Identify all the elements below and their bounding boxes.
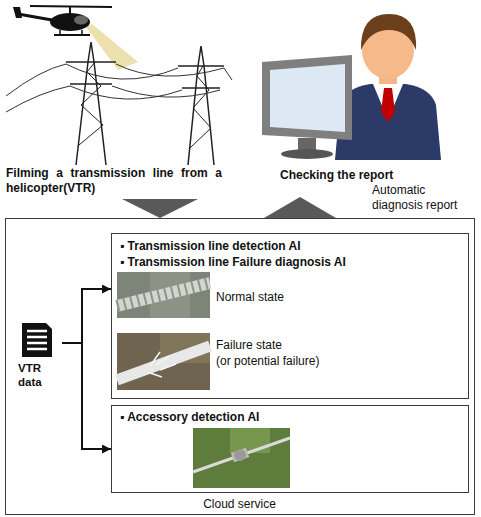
text-slot: ▪ Transmission line detection AI (120, 239, 460, 254)
flow-arrow (122, 199, 198, 218)
ai-box: ▪ Transmission line detection AI▪ Transm… (111, 233, 469, 399)
icon-label: VTR data (18, 361, 62, 389)
photo-ground (230, 428, 270, 453)
ai-box: ▪ Accessory detection AI (111, 405, 469, 493)
wire (224, 68, 232, 80)
normal-cable-photo (117, 272, 210, 318)
text-slot: Normal state (216, 290, 416, 305)
tower-legs (188, 46, 214, 165)
box-label: Cloud service (6, 497, 473, 512)
helicopter-scene (6, 6, 232, 165)
photo-ground (193, 428, 290, 488)
tower (178, 46, 224, 165)
scene-caption: Filming a transmission line from a helic… (6, 166, 222, 199)
wire (6, 86, 70, 112)
skid (54, 34, 90, 36)
power-wires (6, 64, 232, 112)
photo-ground (117, 333, 210, 390)
tower (66, 42, 116, 165)
data-source: VTR data (16, 321, 62, 389)
state-note: (or potential failure) (216, 354, 416, 369)
wire (6, 64, 66, 96)
text-slot: Failure state (216, 338, 416, 353)
text-slot: ▪ Transmission line Failure diagnosis AI (120, 255, 460, 270)
state-label: Normal state (216, 290, 416, 305)
arrow-label: Automatic diagnosis report (372, 183, 472, 213)
text-slot: ▪ Accessory detection AI (120, 410, 460, 425)
monitor-frame (262, 55, 352, 140)
bullet-item: ▪ Accessory detection AI (120, 410, 460, 425)
rotor-mast (69, 7, 71, 13)
connector-arrow (62, 343, 111, 449)
monitor-base (281, 149, 333, 159)
spacer-device (231, 448, 249, 463)
wire (112, 86, 220, 97)
caption-text: Checking the report (280, 168, 393, 183)
cockpit-window (74, 16, 88, 25)
document-icon (22, 323, 52, 357)
cable-strands (117, 283, 210, 306)
failure-cable-photo (117, 333, 210, 390)
flow-arrow (264, 197, 336, 218)
bullet-item: ▪ Transmission line detection AI (120, 239, 460, 254)
state-label: Failure state (216, 338, 416, 353)
tail-fin (13, 7, 22, 18)
tie (381, 88, 395, 122)
helicopter-body (50, 13, 90, 31)
cable (193, 438, 290, 472)
cable (117, 283, 210, 306)
cable (117, 346, 210, 380)
frayed-strands (147, 352, 176, 377)
wire (116, 64, 224, 76)
text-slot: (or potential failure) (216, 354, 416, 369)
text-slot: VTR data (18, 361, 62, 389)
text-slot: Checking the report (280, 168, 393, 183)
spacer-device (234, 449, 246, 461)
bullet-item: ▪ Transmission line Failure diagnosis AI (120, 255, 460, 270)
caption-text: Filming a transmission line from a helic… (6, 166, 222, 196)
helicopter (13, 6, 112, 35)
accessory-photo (193, 428, 290, 488)
cloud-box: Cloud service VTR data ▪ Transmission line… (5, 218, 475, 515)
text-slot: Filming a transmission line from a helic… (6, 166, 222, 196)
tail-boom (18, 14, 52, 20)
tower-legs (76, 42, 106, 165)
tower-bracing (190, 66, 211, 148)
person-at-computer (262, 14, 441, 160)
document-shape (22, 323, 52, 357)
tower-crossarm (66, 62, 116, 84)
photo-ground (117, 272, 210, 318)
monitor-screen (270, 64, 345, 132)
main-rotor (30, 6, 112, 7)
connector-arrow (62, 289, 111, 343)
text-slot: Cloud service (6, 497, 473, 512)
hair (361, 14, 416, 50)
document-lines (27, 331, 47, 349)
